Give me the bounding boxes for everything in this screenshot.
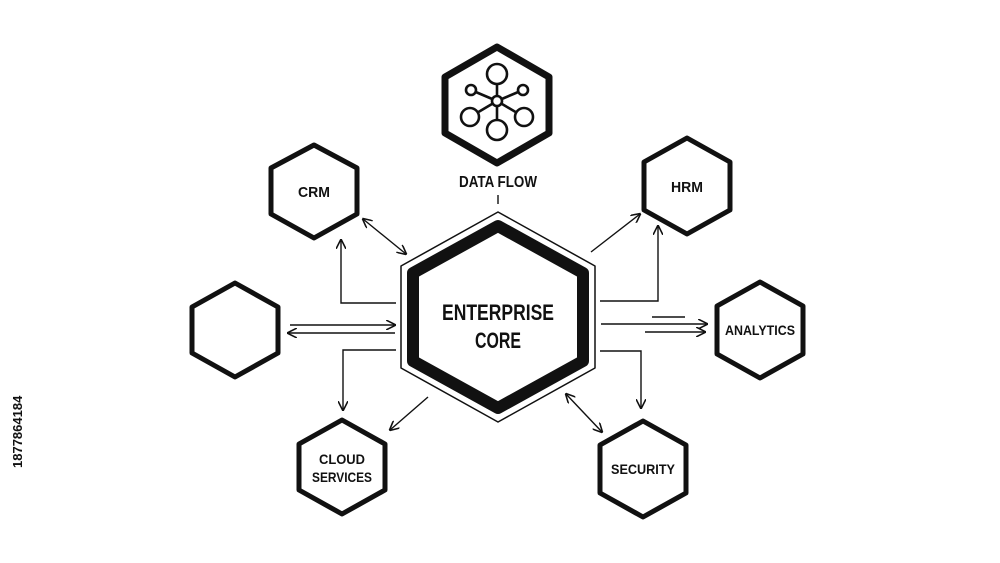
network-graph-icon	[459, 62, 535, 142]
analytics-label: ANALYTICS	[725, 322, 795, 338]
connector-crm-core	[363, 219, 406, 254]
connector-core-security-elbow	[600, 350, 641, 408]
connector-core-cloud-elbow	[343, 349, 396, 410]
connector-core-hrm	[590, 214, 640, 253]
node-crm: CRM	[268, 142, 360, 241]
security-label: SECURITY	[611, 461, 676, 477]
node-security: SECURITY	[597, 418, 689, 520]
node-blank	[189, 280, 281, 380]
crm-label: CRM	[298, 184, 330, 201]
data-flow-label: DATA FLOW	[459, 174, 538, 191]
hrm-label: HRM	[671, 179, 703, 196]
node-data-flow: DATA FLOW	[441, 43, 553, 191]
connector-core-security	[566, 394, 602, 432]
enterprise-core-hexagon: ENTERPRISE CORE	[400, 211, 596, 423]
connectors	[288, 195, 707, 432]
connector-core-cloud	[390, 396, 429, 430]
node-analytics: ANALYTICS	[714, 279, 806, 381]
core-title-line2: CORE	[475, 328, 521, 353]
connector-core-crm	[341, 240, 396, 304]
node-hrm: HRM	[641, 135, 733, 237]
cloud-label-line1: CLOUD	[319, 451, 365, 467]
stock-id-watermark: 1877864184	[10, 395, 25, 468]
node-cloud-services: CLOUD SERVICES	[296, 417, 388, 517]
core-title-line1: ENTERPRISE	[442, 300, 554, 325]
cloud-label-line2: SERVICES	[312, 469, 372, 485]
connector-core-hrm-elbow	[600, 226, 658, 302]
